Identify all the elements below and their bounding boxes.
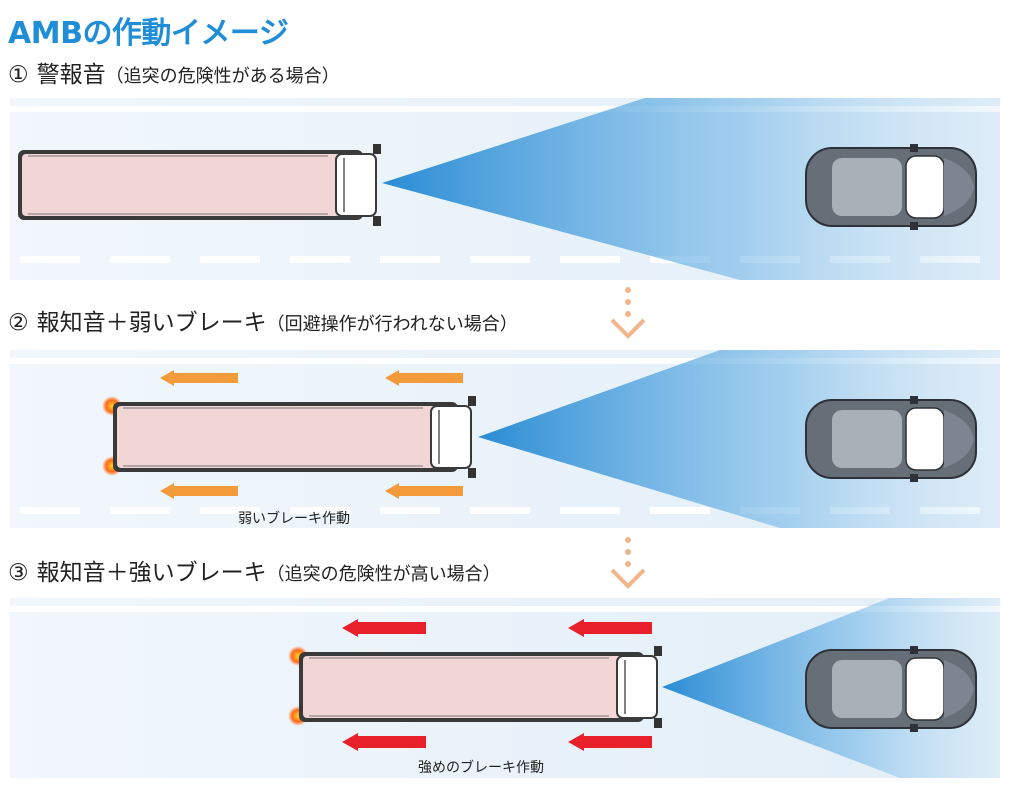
- radar-beam: [382, 98, 1000, 280]
- scene-2: [10, 350, 1000, 528]
- step-1-number: ①: [8, 62, 29, 88]
- bus: [298, 645, 663, 729]
- step-2-number: ②: [8, 310, 29, 336]
- step-2-note: （回避操作が行われない場合）: [266, 314, 518, 335]
- step-3-label: 報知音＋強いブレーキ: [36, 560, 267, 586]
- car-ahead: [805, 645, 977, 733]
- bus: [17, 143, 382, 227]
- strong-brake-caption: 強めのブレーキ作動: [418, 760, 544, 776]
- scene-1: [10, 98, 1000, 280]
- bus: [112, 395, 477, 479]
- step-1-note: （追突の危険性がある場合）: [105, 66, 340, 87]
- transition-mark: [610, 535, 646, 588]
- step-3-heading: ③ 報知音＋強いブレーキ（追突の危険性が高い場合）: [8, 558, 501, 590]
- car-ahead: [805, 395, 977, 483]
- step-2-heading: ② 報知音＋弱いブレーキ（回避操作が行われない場合）: [8, 308, 518, 340]
- weak-brake-caption: 弱いブレーキ作動: [238, 511, 350, 527]
- step-1-heading: ① 警報音（追突の危険性がある場合）: [8, 60, 340, 92]
- radar-beam: [478, 350, 1000, 528]
- step-3-note: （追突の危険性が高い場合）: [266, 564, 501, 585]
- step-2-label: 報知音＋弱いブレーキ: [36, 310, 267, 336]
- scene-3: [10, 598, 1000, 778]
- car-ahead: [805, 143, 977, 231]
- page-title: AMBの作動イメージ: [8, 16, 289, 51]
- step-1-label: 警報音: [36, 62, 106, 88]
- step-3-number: ③: [8, 560, 29, 586]
- transition-mark: [610, 285, 646, 338]
